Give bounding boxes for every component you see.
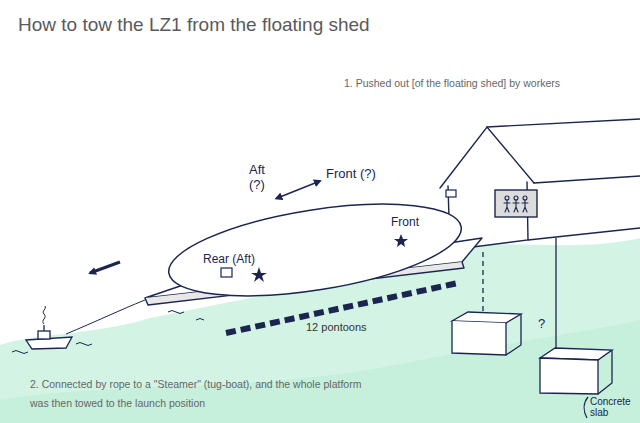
water-shade (0, 320, 640, 423)
floating-shed (440, 119, 640, 250)
airship-hull (165, 198, 465, 303)
star-mark (394, 234, 408, 247)
part-label: Rear (Aft) (203, 252, 255, 266)
slab-label: Concrete slab (590, 396, 636, 418)
step-note: 2. Connected by rope to a "Steamer" (tug… (30, 375, 375, 413)
steamer (26, 306, 72, 349)
steamer-funnel (43, 325, 44, 331)
worker-body (522, 200, 528, 212)
steamer-cabin (38, 331, 50, 339)
slab-bracket (584, 397, 588, 418)
slab-side (506, 314, 521, 355)
aft-front-arrow (280, 181, 320, 197)
direction-label: Aft (?) (249, 162, 275, 192)
shed-opening (495, 190, 537, 217)
anchor-line (555, 238, 556, 348)
anchor-line (482, 252, 483, 318)
wave (196, 319, 204, 321)
wave (76, 343, 92, 346)
shed-roof (440, 127, 534, 188)
part-label: 12 pontoons (306, 321, 367, 333)
step-note: 1. Pushed out [of the floating shed] by … (344, 77, 560, 89)
airship: Rear (Aft) Front (165, 198, 465, 303)
waves (12, 311, 204, 354)
worker-body (504, 200, 510, 212)
concrete-slab-left (452, 252, 521, 355)
worker-body (513, 200, 519, 212)
mooring-box (446, 190, 456, 197)
slab-shape (540, 345, 637, 421)
concrete-slab: Concrete slab (540, 345, 637, 421)
wave (12, 351, 28, 354)
gondola-mark (221, 268, 232, 277)
worker-head (505, 196, 509, 200)
title: How to tow the LZ1 from the floating she… (18, 14, 370, 36)
tow-direction-arrow (90, 262, 120, 273)
workers (504, 196, 528, 212)
shed-eave (534, 176, 640, 183)
worker-head (523, 196, 527, 200)
shed-side (528, 228, 640, 240)
direction-label: Front (?) (326, 166, 376, 181)
worker-head (514, 196, 518, 200)
steamer-smoke (43, 306, 46, 324)
part-label: Front (391, 215, 419, 229)
slab-side (598, 350, 612, 394)
star-mark (251, 267, 267, 282)
slab-front (452, 321, 506, 355)
tow-rope (66, 300, 145, 334)
question-mark: ? (538, 316, 545, 331)
wave (168, 311, 184, 314)
slab-front (540, 358, 598, 394)
slab-top (452, 312, 521, 323)
shed-ridge (487, 119, 640, 127)
airship-outline (163, 187, 468, 312)
